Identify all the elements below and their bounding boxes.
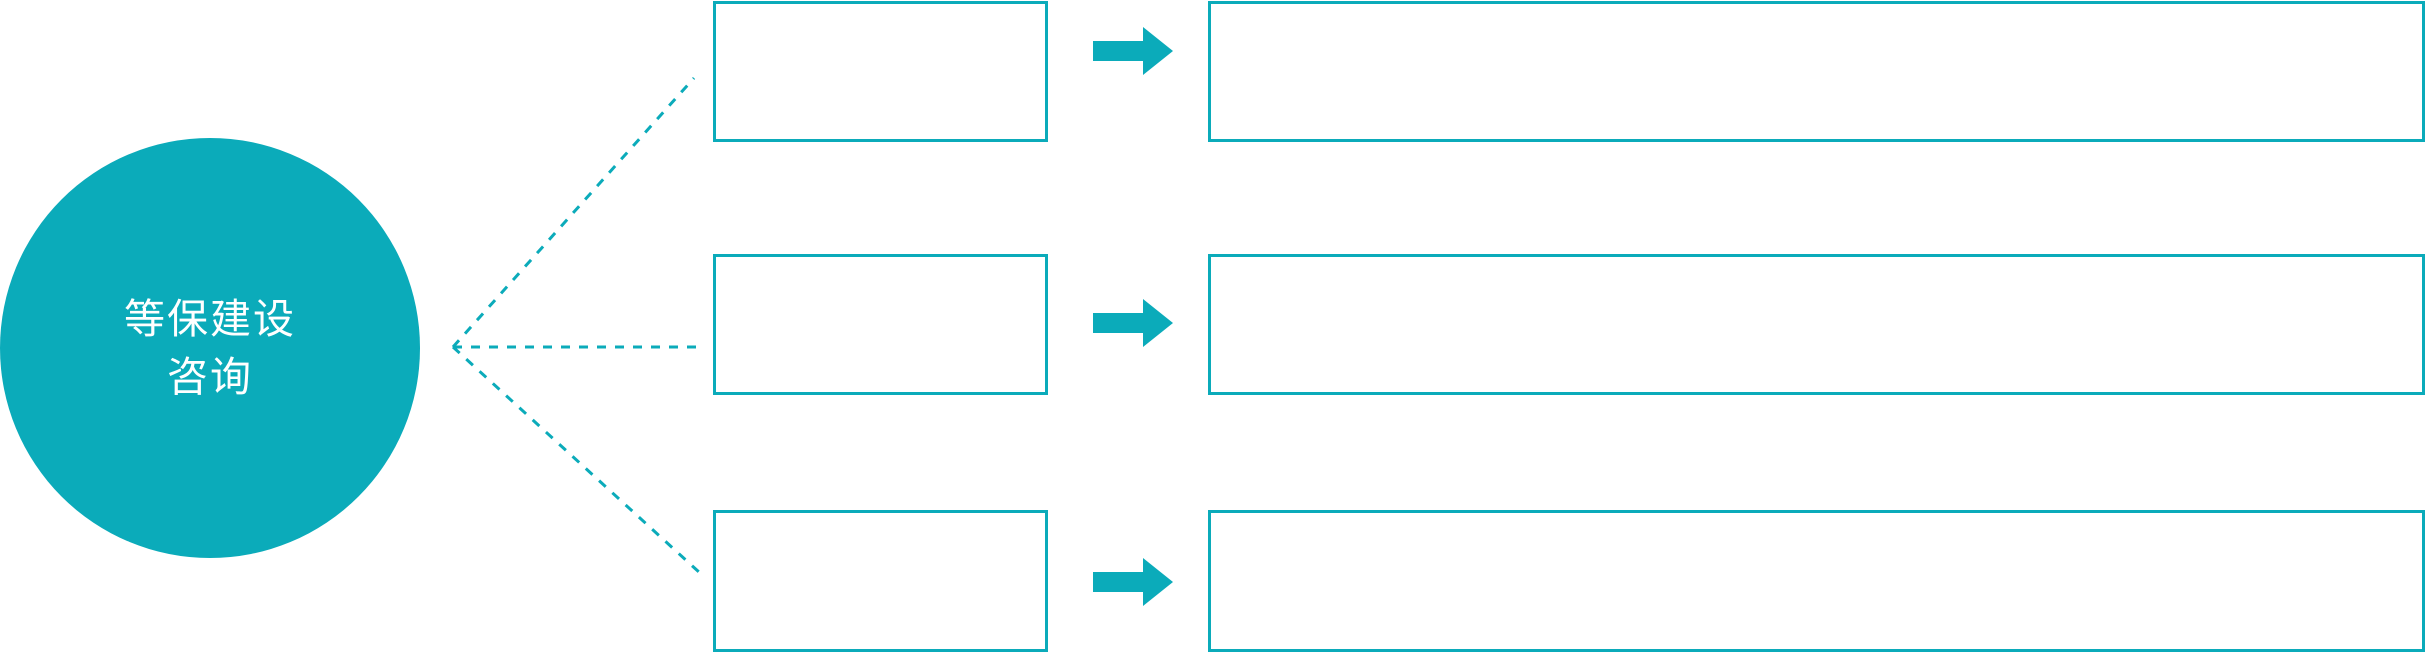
row-2-arrow [1093, 299, 1173, 347]
row-3-detail-box[interactable] [1208, 510, 2425, 652]
right-block-arrow-icon [1093, 299, 1173, 347]
row-1-detail-box[interactable] [1208, 1, 2425, 142]
row-1-arrow [1093, 27, 1173, 75]
hub-title-line-1: 等保建设 [124, 295, 296, 342]
row-2-detail-box[interactable] [1208, 254, 2425, 395]
row-1-label-box[interactable] [713, 1, 1048, 142]
row-3-label-box[interactable] [713, 510, 1048, 652]
diagram-row-1 [0, 1, 2434, 142]
row-2-label-box[interactable] [713, 254, 1048, 395]
hub-circle[interactable]: 等保建设 咨询 [0, 138, 420, 558]
row-3-arrow [1093, 558, 1173, 606]
right-block-arrow-icon [1093, 27, 1173, 75]
hub-title-line-2: 咨询 [167, 354, 253, 400]
diagram-row-2 [0, 254, 2434, 395]
diagram-row-3 [0, 510, 2434, 652]
right-block-arrow-icon [1093, 558, 1173, 606]
